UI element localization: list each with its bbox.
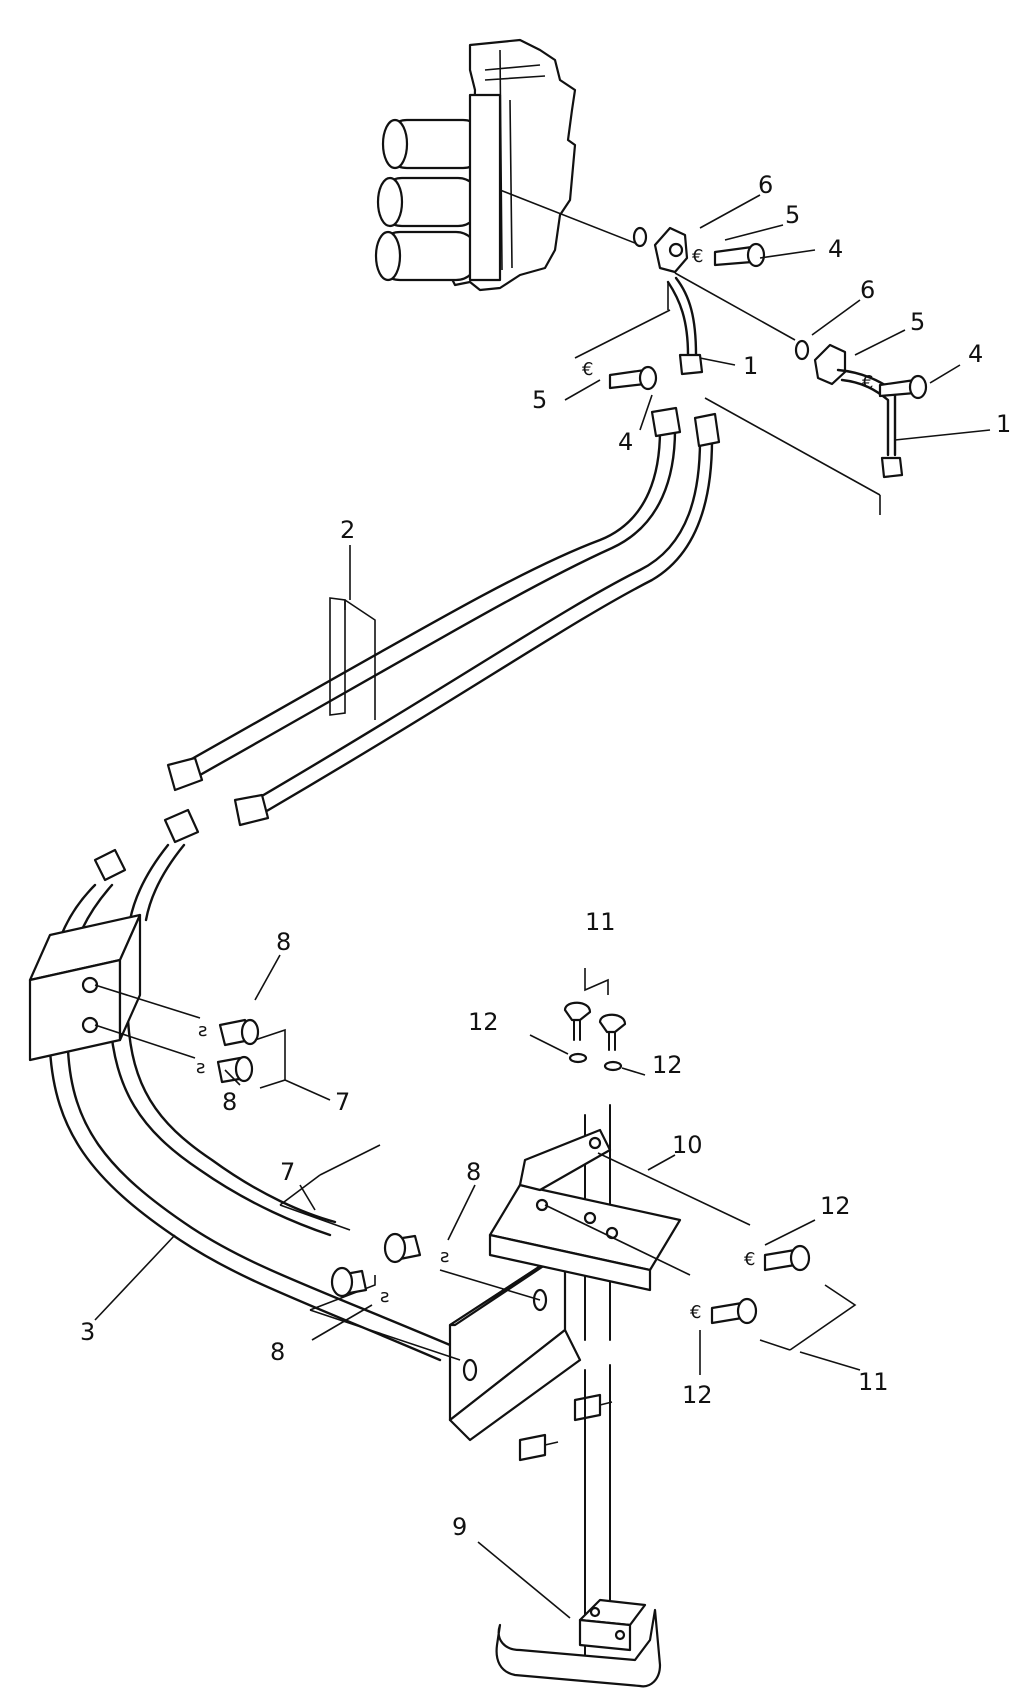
- callout-4: 4: [618, 428, 633, 456]
- callout-7: 7: [280, 1158, 295, 1186]
- lower-hoses: [48, 808, 452, 1362]
- callout-12: 12: [468, 1008, 499, 1036]
- callout-11: 11: [585, 908, 616, 936]
- callout-8: 8: [270, 1338, 285, 1366]
- callout-4: 4: [828, 235, 843, 263]
- callout-6: 6: [758, 171, 773, 199]
- svg-text:€: €: [862, 372, 873, 393]
- left-bolt-group: €: [574, 282, 671, 391]
- callout-1: 1: [743, 352, 758, 380]
- right-bolts: € €: [690, 1244, 857, 1351]
- long-hoses: [166, 397, 881, 827]
- callout-11: 11: [858, 1368, 889, 1396]
- callout-10: 10: [672, 1131, 703, 1159]
- top-bolts: [563, 968, 627, 1072]
- svg-text:ƨ: ƨ: [198, 1020, 207, 1041]
- hose-bracket: [279, 1144, 582, 1442]
- plate-bolts: ƨ ƨ: [196, 1018, 331, 1101]
- control-valve: [374, 38, 577, 292]
- svg-text:€: €: [692, 246, 703, 267]
- callout-3: 3: [80, 1318, 95, 1346]
- callout-8: 8: [276, 928, 291, 956]
- callout-5: 5: [532, 386, 547, 414]
- callout-5: 5: [785, 201, 800, 229]
- callout-5: 5: [910, 308, 925, 336]
- svg-text:ƨ: ƨ: [440, 1246, 449, 1267]
- bracket-bolts: ƨ ƨ: [330, 1232, 449, 1307]
- callout-9: 9: [452, 1513, 467, 1541]
- callout-12: 12: [652, 1051, 683, 1079]
- callout-1: 1: [996, 410, 1011, 438]
- svg-text:€: €: [582, 359, 593, 380]
- callout-12: 12: [682, 1381, 713, 1409]
- callout-7: 7: [335, 1088, 350, 1116]
- callout-8: 8: [222, 1088, 237, 1116]
- clamp-plate: [28, 913, 201, 1062]
- post-bracket: [488, 1104, 751, 1656]
- leader-lines: [94, 194, 991, 1619]
- callout-labels: 6 5 4 1 6 5 4 1 5 4 2 8 8 7 7 8 8 3 9 10…: [80, 171, 1011, 1541]
- svg-text:ƨ: ƨ: [380, 1286, 389, 1307]
- upper-fittings: € €: [499, 189, 928, 479]
- callout-2: 2: [340, 516, 355, 544]
- callout-4: 4: [968, 340, 983, 368]
- short-pipe: [666, 276, 704, 376]
- step-plate: [495, 1598, 662, 1688]
- bracket-studs: [518, 1393, 613, 1462]
- callout-12: 12: [820, 1192, 851, 1220]
- svg-text:€: €: [690, 1302, 701, 1323]
- callout-8: 8: [466, 1158, 481, 1186]
- svg-text:ƨ: ƨ: [196, 1057, 205, 1078]
- callout-6: 6: [860, 276, 875, 304]
- svg-text:€: €: [744, 1249, 755, 1270]
